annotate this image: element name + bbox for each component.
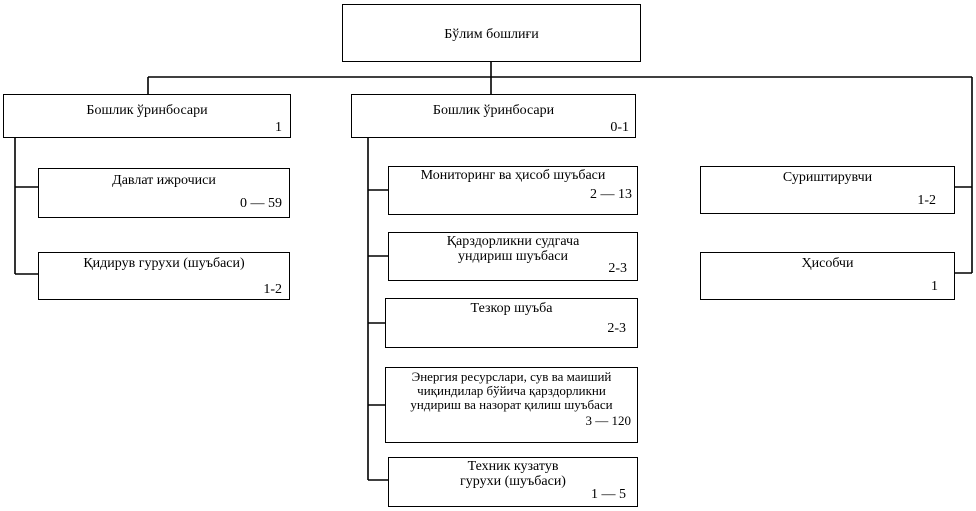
center-unit-box: Энергия ресурслари, сув ва маиший чиқинд… <box>385 367 638 443</box>
left-unit-count: 1-2 <box>263 282 282 297</box>
deputy-center-title: Бошлик ўринбосари <box>432 103 555 118</box>
center-unit-title: Энергия ресурслари, сув ва маиший чиқинд… <box>410 369 613 412</box>
deputy-left-count: 1 <box>275 120 282 135</box>
center-unit-count: 2-3 <box>608 261 627 276</box>
right-unit-box: Ҳисобчи 1 <box>700 252 955 300</box>
left-unit-box: Қидирув гурухи (шуъбаси) 1-2 <box>38 252 290 300</box>
right-unit-count: 1-2 <box>917 193 936 208</box>
center-unit-box: Тезкор шуъба 2-3 <box>385 298 638 348</box>
center-unit-box: Қарздорликни судгача ундириш шуъбаси 2-3 <box>388 232 638 281</box>
root-title: Бўлим бошлиғи <box>444 27 539 42</box>
right-unit-title: Ҳисобчи <box>801 256 854 271</box>
center-unit-box: Техник кузатув гурухи (шуъбаси) 1 — 5 <box>388 457 638 507</box>
center-unit-count: 3 — 120 <box>585 413 632 428</box>
right-unit-box: Суриштирувчи 1-2 <box>700 166 955 214</box>
center-unit-title: Қарздорликни судгача ундириш шуъбаси <box>446 234 580 264</box>
deputy-center-count: 0-1 <box>610 120 629 135</box>
center-unit-title: Мониторинг ва ҳисоб шуъбаси <box>420 168 606 183</box>
center-unit-count: 2 — 13 <box>590 187 632 202</box>
right-unit-count: 1 <box>931 279 938 294</box>
left-unit-title: Қидирув гурухи (шуъбаси) <box>83 256 245 271</box>
left-unit-box: Давлат ижрочиси 0 — 59 <box>38 168 290 218</box>
deputy-center-box: Бошлик ўринбосари 0-1 <box>351 94 636 138</box>
center-unit-title: Тезкор шуъба <box>470 301 553 316</box>
deputy-left-title: Бошлик ўринбосари <box>86 103 208 118</box>
center-unit-count: 1 — 5 <box>591 487 626 502</box>
root-box: Бўлим бошлиғи <box>342 4 641 62</box>
center-unit-box: Мониторинг ва ҳисоб шуъбаси 2 — 13 <box>388 166 638 215</box>
center-unit-title: Техник кузатув гурухи (шуъбаси) <box>460 459 566 489</box>
deputy-left-box: Бошлик ўринбосари 1 <box>3 94 291 138</box>
right-unit-title: Суриштирувчи <box>782 170 873 185</box>
center-unit-count: 2-3 <box>607 321 626 336</box>
left-unit-count: 0 — 59 <box>240 196 282 211</box>
left-unit-title: Давлат ижрочиси <box>112 173 216 188</box>
